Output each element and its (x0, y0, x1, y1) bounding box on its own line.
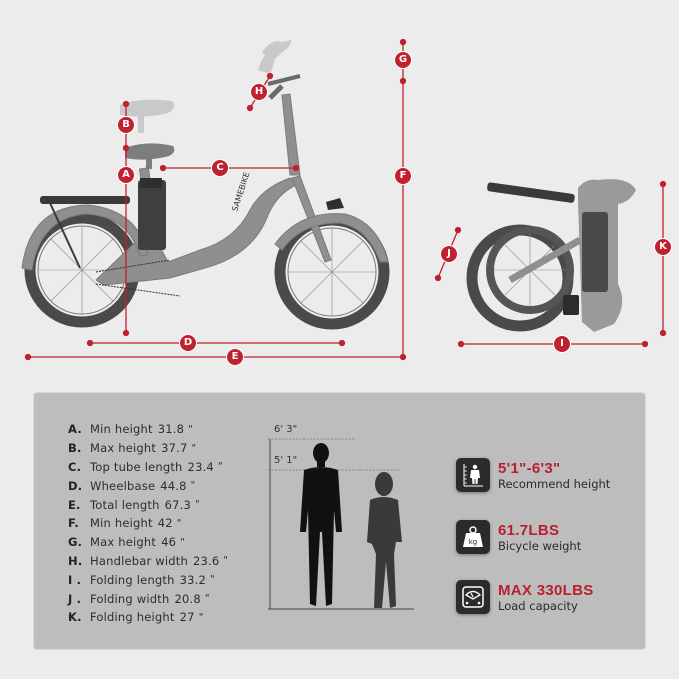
spec-key: F. (68, 516, 79, 531)
scale-gauge-icon (456, 580, 490, 614)
spec-label: Folding height (90, 610, 175, 625)
spec-row: A. Min height 31.8" (68, 420, 228, 439)
feature-recommend-height: 5'1"-6'3" Recommend height (456, 458, 610, 492)
spec-unit: " (194, 499, 200, 511)
feature-label: Bicycle weight (498, 538, 582, 553)
spec-unit: " (188, 423, 193, 435)
spec-value: 67.3 (164, 497, 191, 512)
spec-unit: " (210, 574, 215, 586)
feature-value: MAX 330LBS (498, 581, 594, 599)
spec-label: Total length (90, 497, 160, 512)
marker-b: B (117, 116, 135, 134)
spec-label: Min height (90, 516, 153, 531)
spec-label: Folding width (90, 591, 170, 606)
marker-e: E (226, 348, 244, 366)
height-label-bottom: 5' 1" (274, 455, 298, 466)
bike-illustrations: SAMEBIKE (21, 38, 667, 361)
feature-value: 5'1"-6'3" (498, 459, 561, 477)
spec-value: 46 (161, 535, 177, 550)
spec-unit: " (191, 442, 197, 454)
spec-label: Max height (90, 535, 157, 550)
spec-value: 33.2 (179, 572, 207, 587)
feature-load-capacity: MAX 330LBS Load capacity (456, 580, 594, 614)
spec-label: Min height (90, 422, 153, 437)
marker-j: J (440, 245, 458, 263)
spec-key: C. (68, 459, 82, 474)
spec-row: J . Folding width 20.8" (68, 589, 228, 608)
spec-label: Folding length (90, 572, 175, 587)
spec-unit: " (223, 555, 229, 567)
spec-key: A. (68, 422, 82, 437)
marker-a: A (117, 166, 135, 184)
spec-key: K. (68, 610, 82, 625)
spec-label: Top tube length (90, 459, 183, 474)
spec-row: F. Min height 42" (68, 514, 228, 533)
spec-value: 20.8 (174, 591, 201, 606)
feature-label: Recommend height (498, 476, 611, 491)
spec-unit: " (204, 593, 210, 605)
marker-g: G (394, 51, 412, 69)
woman-silhouette-icon (367, 472, 402, 608)
spec-value: 23.4 (187, 459, 214, 474)
spec-unit: " (180, 536, 185, 548)
spec-value: 44.8 (160, 478, 187, 493)
spec-key: B. (68, 441, 82, 456)
weight-kg-icon: kg (456, 520, 490, 554)
spec-label: Wheelbase (90, 478, 156, 493)
spec-label: Handlebar width (90, 553, 188, 568)
spec-key: I . (68, 572, 82, 587)
spec-key: J . (68, 591, 82, 606)
spec-key: G. (68, 535, 83, 550)
spec-row: K. Folding height 27" (68, 608, 228, 627)
spec-label: Max height (90, 441, 157, 456)
spec-key: D. (68, 478, 83, 493)
marker-h: H (250, 83, 268, 101)
marker-k: K (654, 238, 672, 256)
marker-d: D (179, 334, 197, 352)
spec-value: 23.6 (192, 553, 220, 568)
frame-brand-text: SAMEBIKE (230, 171, 251, 213)
spec-value: 37.7 (161, 441, 188, 456)
marker-i: I (553, 335, 571, 353)
bike-dimension-diagram: SAMEBIKE (21, 38, 672, 366)
marker-c: C (211, 159, 229, 177)
spec-unit: " (198, 611, 204, 623)
svg-text:kg: kg (469, 538, 478, 546)
marker-f: F (394, 167, 412, 185)
spec-row: I . Folding length 33.2" (68, 570, 228, 589)
spec-value: 42 (157, 516, 173, 531)
spec-unit: " (190, 480, 196, 492)
man-silhouette-icon (300, 443, 342, 606)
rider-silhouettes (268, 438, 414, 610)
spec-row: G. Max height 46" (68, 533, 228, 552)
person-height-icon (456, 458, 490, 492)
spec-row: H. Handlebar width 23.6" (68, 552, 228, 571)
spec-row: D. Wheelbase 44.8" (68, 476, 228, 495)
spec-value: 31.8 (157, 422, 185, 437)
spec-key: H. (68, 553, 83, 568)
rider-height-chart: 6' 3" 5' 1" (266, 422, 416, 614)
spec-key: E. (68, 497, 81, 512)
feature-label: Load capacity (498, 598, 578, 613)
spec-row: E. Total length 67.3" (68, 495, 228, 514)
spec-row: C. Top tube length 23.4" (68, 458, 228, 477)
spec-unit: " (176, 517, 182, 529)
feature-bicycle-weight: kg 61.7LBS Bicycle weight (456, 520, 581, 554)
spec-unit: " (217, 461, 223, 473)
spec-row: B. Max height 37.7" (68, 439, 228, 458)
feature-value: 61.7LBS (498, 521, 560, 539)
height-label-top: 6' 3" (274, 424, 298, 435)
spec-value: 27 (179, 610, 195, 625)
